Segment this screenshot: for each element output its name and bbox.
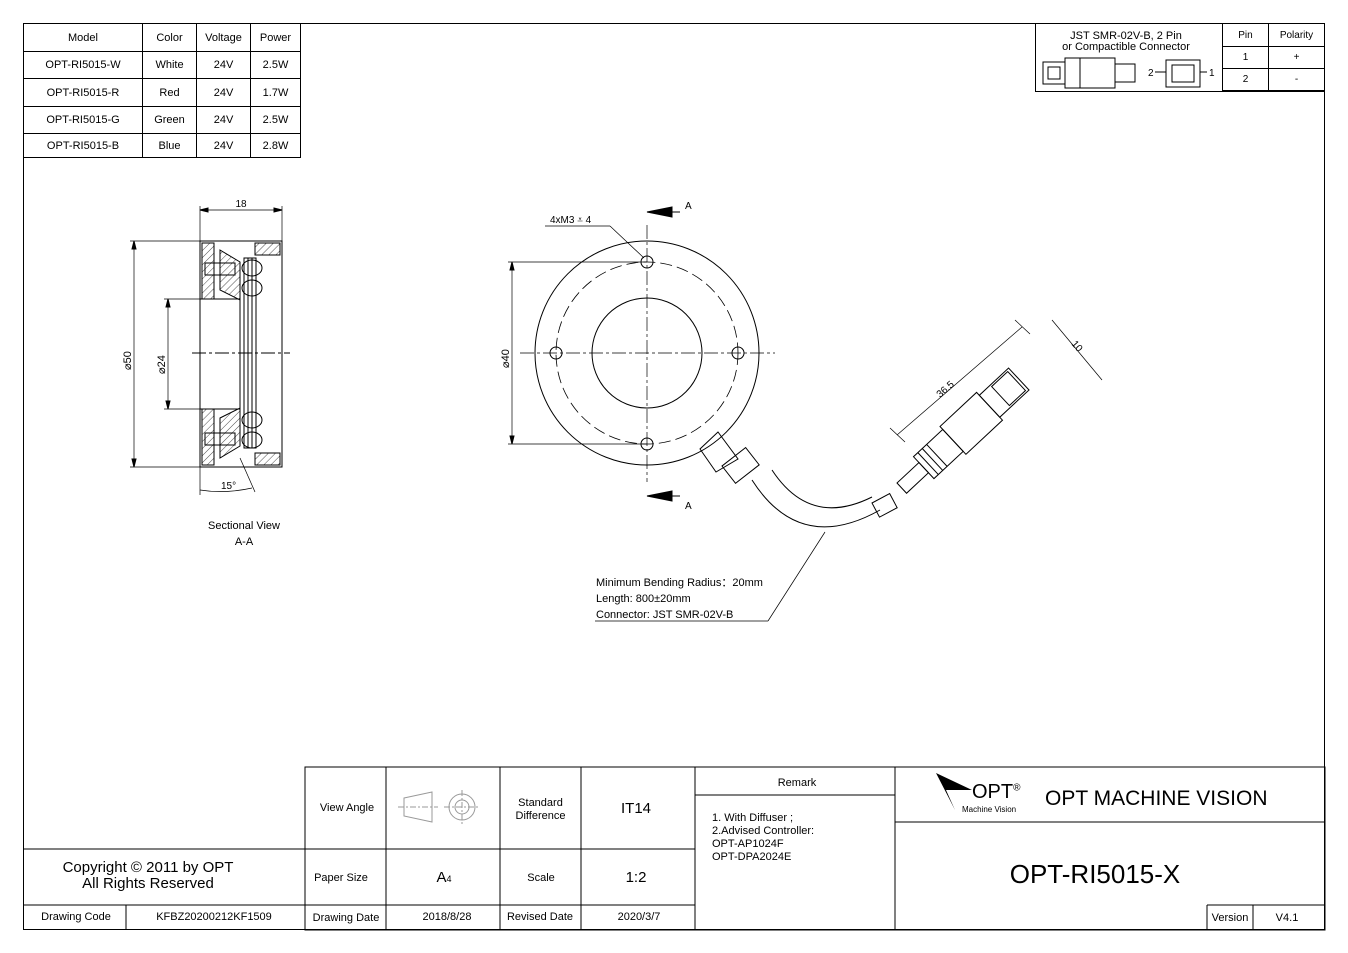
section-caption-sub: A-A: [234, 536, 254, 548]
dim-connector-width: 10: [1069, 339, 1085, 355]
table-cell: 2.8W: [250, 133, 301, 158]
table-cell: White: [142, 51, 197, 79]
table-cell: 24V: [196, 106, 251, 134]
pin-right-label: 1: [1209, 68, 1215, 79]
table-cell: 2.5W: [250, 51, 301, 79]
drawing-code-label: Drawing Code: [41, 911, 111, 923]
connector-box: [1035, 23, 1325, 92]
table-cell: Green: [142, 106, 197, 134]
title-block: [23, 766, 1326, 931]
revised-date-label: Revised Date: [506, 911, 574, 923]
table-cell: 24V: [196, 78, 251, 107]
section-mark-bottom: A: [685, 501, 692, 512]
version-label: Version: [1211, 912, 1249, 924]
table-header: Pin: [1222, 23, 1269, 47]
table-header: Color: [142, 23, 197, 52]
note-connector: Connector: JST SMR-02V-B: [596, 609, 734, 621]
table-cell: OPT-RI5015-G: [23, 106, 143, 134]
drawing-date-label: Drawing Date: [312, 912, 380, 924]
drawing-code-value: KFBZ20200212KF1509: [156, 911, 272, 923]
logo-sub: Machine Vision: [962, 805, 1017, 814]
scale-value: 1:2: [625, 869, 647, 886]
pin-left-label: 2: [1148, 68, 1154, 79]
revised-date-value: 2020/3/7: [617, 911, 661, 923]
table-cell: OPT-RI5015-B: [23, 133, 143, 158]
table-cell: 2: [1222, 68, 1269, 91]
standard-label: Standard Difference: [515, 797, 566, 822]
copyright-line1: Copyright © 2011 by OPT: [62, 859, 234, 876]
connector-icon: [1042, 57, 1207, 89]
dim-width: 18: [235, 199, 247, 210]
standard-value: IT14: [620, 800, 652, 817]
scale-label: Scale: [527, 872, 555, 884]
section-caption: Sectional View: [208, 520, 280, 532]
remark-label: Remark: [777, 777, 817, 789]
connector-subtitle: or Compactible Connector: [1062, 41, 1190, 53]
paper-size-value: A4: [436, 869, 452, 886]
dim-angle: 15°: [221, 481, 236, 492]
note-bend-radius: Minimum Bending Radius：20mm: [596, 577, 763, 589]
dim-inner-diameter: ⌀24: [156, 355, 168, 374]
part-number: OPT-RI5015-X: [1009, 859, 1181, 889]
connector-title: JST SMR-02V-B, 2 Pin: [1070, 30, 1182, 42]
paper-size-label: Paper Size: [314, 872, 368, 884]
opt-logo: [936, 773, 972, 810]
table-cell: -: [1268, 68, 1325, 91]
company-name: OPT MACHINE VISION: [1045, 787, 1268, 810]
table-cell: 24V: [196, 133, 251, 158]
logo-text: OPT®: [972, 781, 1021, 803]
dim-bolt-circle: ⌀40: [500, 349, 512, 368]
remark-line: OPT-AP1024F: [712, 838, 784, 850]
dim-outer-diameter: ⌀50: [122, 351, 134, 370]
drawing-date-value: 2018/8/28: [422, 911, 472, 923]
copyright-line2: All Rights Reserved: [82, 875, 214, 892]
remark-line: OPT-DPA2024E: [712, 851, 792, 863]
note-length: Length: 800±20mm: [596, 593, 691, 605]
front-view: [508, 206, 1103, 622]
table-header: Polarity: [1268, 23, 1325, 47]
models-table: Model Color Voltage Power OPT-RI5015-W W…: [23, 23, 301, 158]
section-mark-top: A: [685, 201, 692, 212]
version-value: V4.1: [1275, 912, 1299, 924]
sectional-view: [130, 206, 290, 495]
remark-line: 2.Advised Controller:: [712, 825, 815, 837]
dim-connector-length: 36.5: [935, 379, 957, 400]
remark-line: 1. With Diffuser ;: [712, 812, 794, 824]
table-cell: OPT-RI5015-R: [23, 78, 143, 107]
table-cell: Blue: [142, 133, 197, 158]
view-angle-label: View Angle: [319, 802, 375, 814]
projection-symbol: [398, 790, 480, 824]
hole-callout: 4xM3 ⩡ 4: [550, 215, 592, 226]
pin-table: Pin Polarity 1 + 2 -: [1222, 23, 1325, 91]
